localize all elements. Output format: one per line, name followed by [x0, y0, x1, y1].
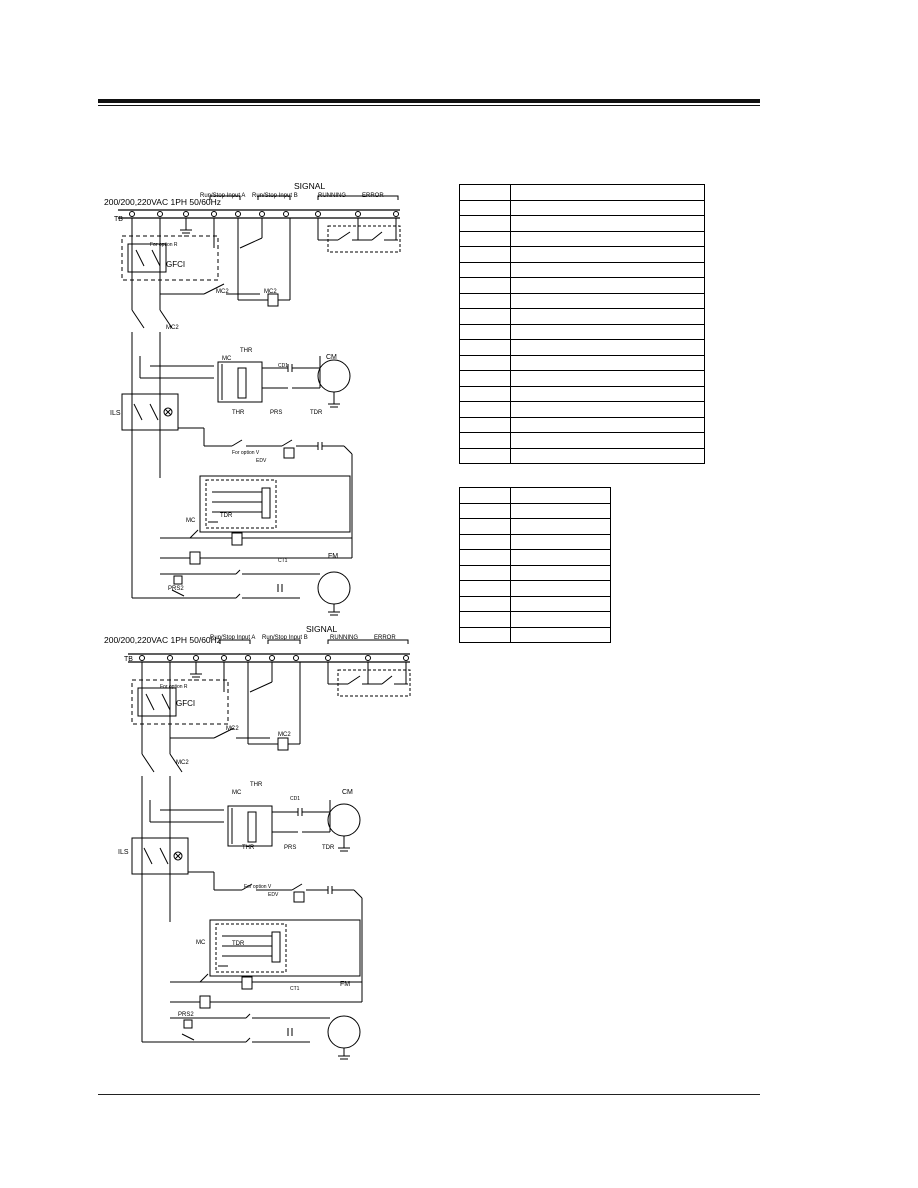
mc-label: MC [222, 356, 232, 362]
mc2-contact-label: MC2 [176, 760, 189, 766]
table-row [459, 580, 611, 597]
option-r-label: For option R [160, 684, 188, 690]
edv-label: EDV [268, 892, 279, 898]
prs2-label: PRS2 [168, 586, 184, 592]
table-row [459, 246, 705, 263]
error-label: ERROR [374, 635, 396, 641]
table-row [459, 432, 705, 449]
mc-contact-label: MC [196, 940, 206, 946]
table-row [459, 549, 611, 566]
prs2-label: PRS2 [178, 1012, 194, 1018]
header-rule [98, 99, 760, 103]
mc2-contact-label: MC2 [166, 325, 179, 331]
ct1-label: CT1 [278, 558, 288, 564]
tb-label: TB [114, 216, 123, 223]
edv-label: EDV [256, 458, 267, 464]
tb-label: TB [124, 656, 133, 663]
wiring-diagram-2 [127, 639, 411, 1060]
error-label: ERROR [362, 193, 384, 199]
tdr-coil-label: TDR [220, 513, 233, 519]
option-v-label: For option V [244, 884, 272, 890]
footer-rule [98, 1094, 760, 1095]
table-row [459, 401, 705, 418]
table-row [459, 518, 611, 535]
table-row [459, 323, 705, 340]
ct1-label: CT1 [290, 986, 300, 992]
option-r-label: For option R [150, 242, 178, 248]
running-label: RUNNING [318, 193, 346, 199]
table-row [459, 215, 705, 232]
thr-label: THR [240, 348, 253, 354]
table-row [459, 261, 705, 278]
wiring-diagram-1 [117, 195, 401, 616]
table-row [459, 626, 611, 643]
table-row [459, 277, 705, 294]
option-v-label: For option V [232, 450, 260, 456]
table-row [459, 385, 705, 402]
running-label: RUNNING [330, 635, 358, 641]
cd1-label: CD1 [290, 796, 300, 802]
cd1-label: CD1 [278, 363, 288, 369]
supply-label: 200/200,220VAC 1PH 50/60Hz [104, 197, 221, 207]
table-row [459, 564, 611, 581]
table-row [459, 308, 705, 325]
table-row [459, 533, 611, 550]
tdr-contact-label: TDR [322, 845, 335, 851]
run-stop-b-label: Run/Stop Input B [262, 635, 308, 641]
ils-label: ILS [118, 849, 129, 856]
thr-label: THR [250, 782, 263, 788]
run-stop-a-label: Run/Stop Input A [200, 193, 245, 199]
signal-title: SIGNAL [294, 181, 325, 191]
table-row [459, 595, 611, 612]
prs-label: PRS [284, 845, 296, 851]
table-row [459, 184, 705, 201]
thr-contact-label: THR [232, 410, 245, 416]
table-row [459, 487, 611, 504]
table-row [459, 354, 705, 371]
header-rule-thin [98, 105, 760, 106]
ils-label: ILS [110, 410, 121, 417]
mc2-coil-label: MC2 [278, 732, 291, 738]
table-row [459, 230, 705, 247]
table-row [459, 199, 705, 216]
diagram-1-labels: 200/200,220VAC 1PH 50/60Hz SIGNAL Run/St… [104, 181, 384, 592]
mc-contact-label: MC [186, 518, 196, 524]
mc2-coil-label: MC2 [264, 289, 277, 295]
table-row [459, 416, 705, 433]
table-row [459, 611, 611, 628]
prs-label: PRS [270, 410, 282, 416]
cm-label: CM [326, 354, 337, 361]
mc2-aux-label: MC2 [216, 289, 229, 295]
signal-title: SIGNAL [306, 624, 337, 634]
table-row [459, 502, 611, 519]
mc-label: MC [232, 790, 242, 796]
gfci-label: GFCI [176, 699, 195, 708]
gfci-label: GFCI [166, 260, 185, 269]
thr-contact-label: THR [242, 845, 255, 851]
table-row [459, 447, 705, 464]
table-row [459, 370, 705, 387]
run-stop-b-label: Run/Stop Input B [252, 193, 298, 199]
table-row [459, 339, 705, 356]
tdr-contact-label: TDR [310, 410, 323, 416]
cm-label: CM [342, 789, 353, 796]
fm-label: FM [340, 981, 350, 988]
diagram-2-labels: 200/200,220VAC 1PH 50/60Hz SIGNAL Run/St… [104, 624, 396, 1018]
mc2-aux-label: MC2 [226, 726, 239, 732]
parts-table-1 [459, 184, 705, 464]
fm-label: FM [328, 553, 338, 560]
run-stop-a-label: Run/Stop Input A [210, 635, 255, 641]
table-row [459, 292, 705, 309]
supply-label: 200/200,220VAC 1PH 50/60Hz [104, 635, 221, 645]
parts-table-2 [459, 487, 611, 643]
tdr-coil-label: TDR [232, 941, 245, 947]
